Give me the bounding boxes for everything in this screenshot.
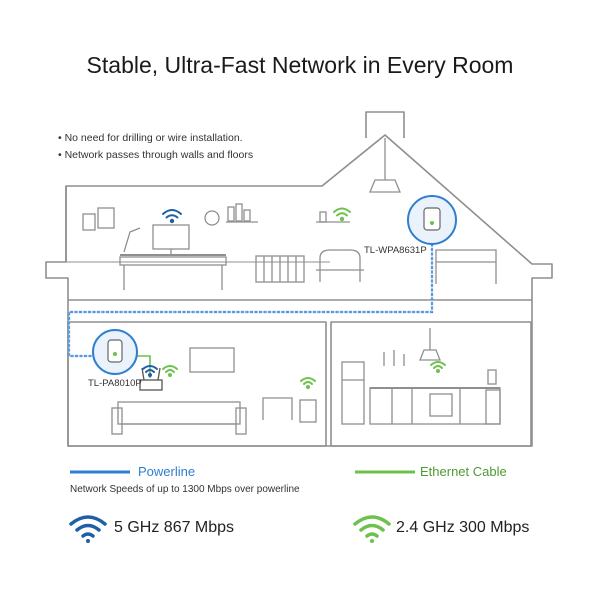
band-5ghz-label: 5 GHz 867 Mbps	[114, 519, 235, 536]
wifi-24ghz-icon	[300, 377, 316, 389]
wifi-5ghz-icon	[162, 209, 182, 224]
feature-bullets: No need for drilling or wire installatio…	[58, 130, 254, 164]
powerline-adapter-icon	[407, 195, 457, 245]
bullet-item: No need for drilling or wire installatio…	[58, 130, 253, 147]
kitchen	[330, 321, 532, 447]
speed-note: Network Speeds of up to 1300 Mbps over p…	[70, 484, 300, 495]
wifi-24ghz-icon	[333, 207, 351, 222]
wifi-5ghz-icon	[69, 515, 107, 543]
bullet-item: Network passes through walls and floors	[58, 147, 254, 164]
desk	[82, 138, 497, 290]
page-title: Stable, Ultra-Fast Network in Every Room	[86, 52, 514, 78]
device-label-downstairs: TL-PA8010P	[88, 378, 142, 389]
device-label-upstairs: TL-WPA8631P	[364, 245, 427, 256]
kitchen-furniture	[341, 328, 501, 425]
wifi-24ghz-icon	[430, 361, 446, 373]
router	[139, 367, 163, 391]
powerline-adapter-icon	[92, 329, 138, 375]
ethernet-legend-label: Ethernet Cable	[420, 464, 507, 479]
powerline-legend-label: Powerline	[138, 464, 196, 479]
band-24ghz-label: 2.4 GHz 300 Mbps	[396, 519, 530, 536]
powerline-cable-inner	[68, 212, 433, 357]
wifi-24ghz-icon	[353, 515, 391, 543]
wifi-5ghz-icon	[142, 365, 158, 377]
chimney	[365, 111, 405, 138]
living-room-furniture	[111, 347, 317, 435]
living-room	[67, 321, 327, 447]
house-outline	[45, 134, 553, 447]
wifi-24ghz-icon	[162, 365, 178, 377]
